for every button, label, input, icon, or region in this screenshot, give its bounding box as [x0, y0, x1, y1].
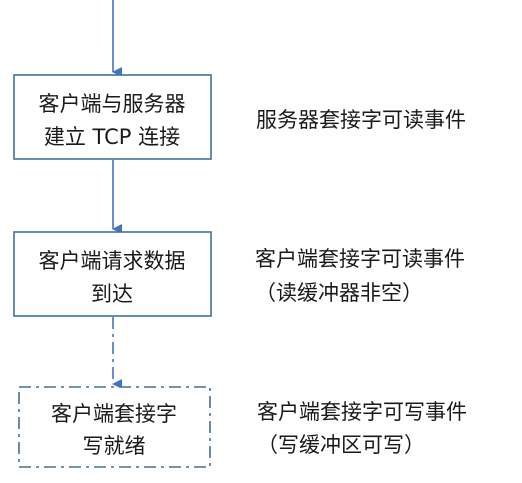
- node-label-line1: 客户端请求数据: [39, 249, 186, 273]
- node-socket-writable: 客户端套接字 写就绪: [18, 386, 211, 468]
- event-label-client-readable: 客户端套接字可读事件 （读缓冲器非空）: [255, 247, 465, 305]
- event-text-line2: （写缓冲区可写）: [257, 433, 425, 457]
- node-label-line1: 客户端与服务器: [39, 92, 186, 116]
- node-establish-connection: 客户端与服务器 建立 TCP 连接: [13, 74, 212, 160]
- event-text-line1: 服务器套接字可读事件: [256, 108, 466, 132]
- event-text-line1: 客户端套接字可读事件: [255, 247, 465, 271]
- event-label-server-readable: 服务器套接字可读事件: [256, 108, 466, 132]
- node-box: [18, 386, 211, 468]
- node-box: [13, 231, 212, 317]
- event-text-line2: （读缓冲器非空）: [255, 281, 423, 305]
- event-label-client-writable: 客户端套接字可写事件 （写缓冲区可写）: [257, 400, 467, 457]
- node-label-line2: 建立 TCP 连接: [44, 125, 180, 149]
- node-label-line2: 到达: [91, 282, 133, 306]
- node-request-data-arrived: 客户端请求数据 到达: [13, 231, 212, 317]
- node-label-line2: 写就绪: [83, 434, 146, 458]
- node-box: [13, 74, 212, 160]
- event-text-line1: 客户端套接字可写事件: [257, 400, 467, 424]
- node-label-line1: 客户端套接字: [51, 402, 177, 426]
